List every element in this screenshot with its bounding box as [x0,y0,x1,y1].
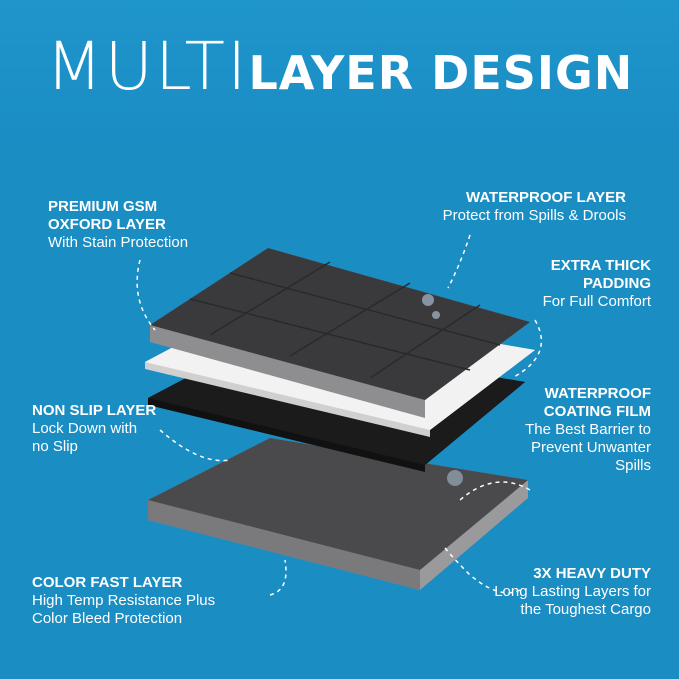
label-heavy-duty: 3X HEAVY DUTY Long Lasting Layers for th… [494,565,651,619]
premium-heading-1: PREMIUM GSM [48,198,158,215]
color-fast-text-1: High Temp Resistance Plus [32,592,216,609]
coating-heading-2: COATING FILM [543,403,651,420]
label-padding: EXTRA THICK PADDING For Full Comfort [543,257,651,311]
label-non-slip: NON SLIP LAYER Lock Down with no Slip [32,402,156,456]
bottom-layer [148,438,528,590]
color-fast-heading: COLOR FAST LAYER [32,574,183,591]
coating-text-3: Spills [615,457,651,474]
non-slip-heading: NON SLIP LAYER [32,402,157,419]
premium-text: With Stain Protection [48,234,189,251]
label-waterproof-layer: WATERPROOF LAYER Protect from Spills & D… [443,189,626,225]
padding-heading-1: EXTRA THICK [550,257,651,274]
water-drop-icon [432,311,440,319]
premium-heading-2: OXFORD LAYER [48,216,166,233]
label-coating: WATERPROOF COATING FILM The Best Barrier… [525,385,651,475]
padding-text: For Full Comfort [542,293,651,310]
color-fast-text-2: Color Bleed Protection [32,610,183,627]
heavy-duty-heading: 3X HEAVY DUTY [533,565,651,582]
non-slip-text-1: Lock Down with [32,420,138,437]
title-thin: MULTI [45,28,249,105]
label-color-fast: COLOR FAST LAYER High Temp Resistance Pl… [32,574,215,628]
callout-arrows [136,234,543,596]
background-texture [0,0,679,150]
page-title: MULTILAYER DESIGN [0,28,679,105]
water-drop-icon [422,294,434,306]
coating-text-1: The Best Barrier to [525,421,651,438]
water-drop-icon [447,470,463,486]
heavy-duty-text-1: Long Lasting Layers for [494,583,651,600]
padding-heading-2: PADDING [582,275,651,292]
top-layer [150,248,530,418]
waterproof-layer-text: Protect from Spills & Drools [442,207,626,224]
label-premium: PREMIUM GSM OXFORD LAYER With Stain Prot… [48,198,188,252]
coating-heading-1: WATERPROOF [544,385,651,402]
coating-text-2: Prevent Unwanter [530,439,651,456]
title-bold: LAYER DESIGN [248,46,634,100]
non-slip-text-2: no Slip [32,438,78,455]
heavy-duty-text-2: the Toughest Cargo [520,601,651,618]
waterproof-layer-heading: WATERPROOF LAYER [465,189,626,206]
